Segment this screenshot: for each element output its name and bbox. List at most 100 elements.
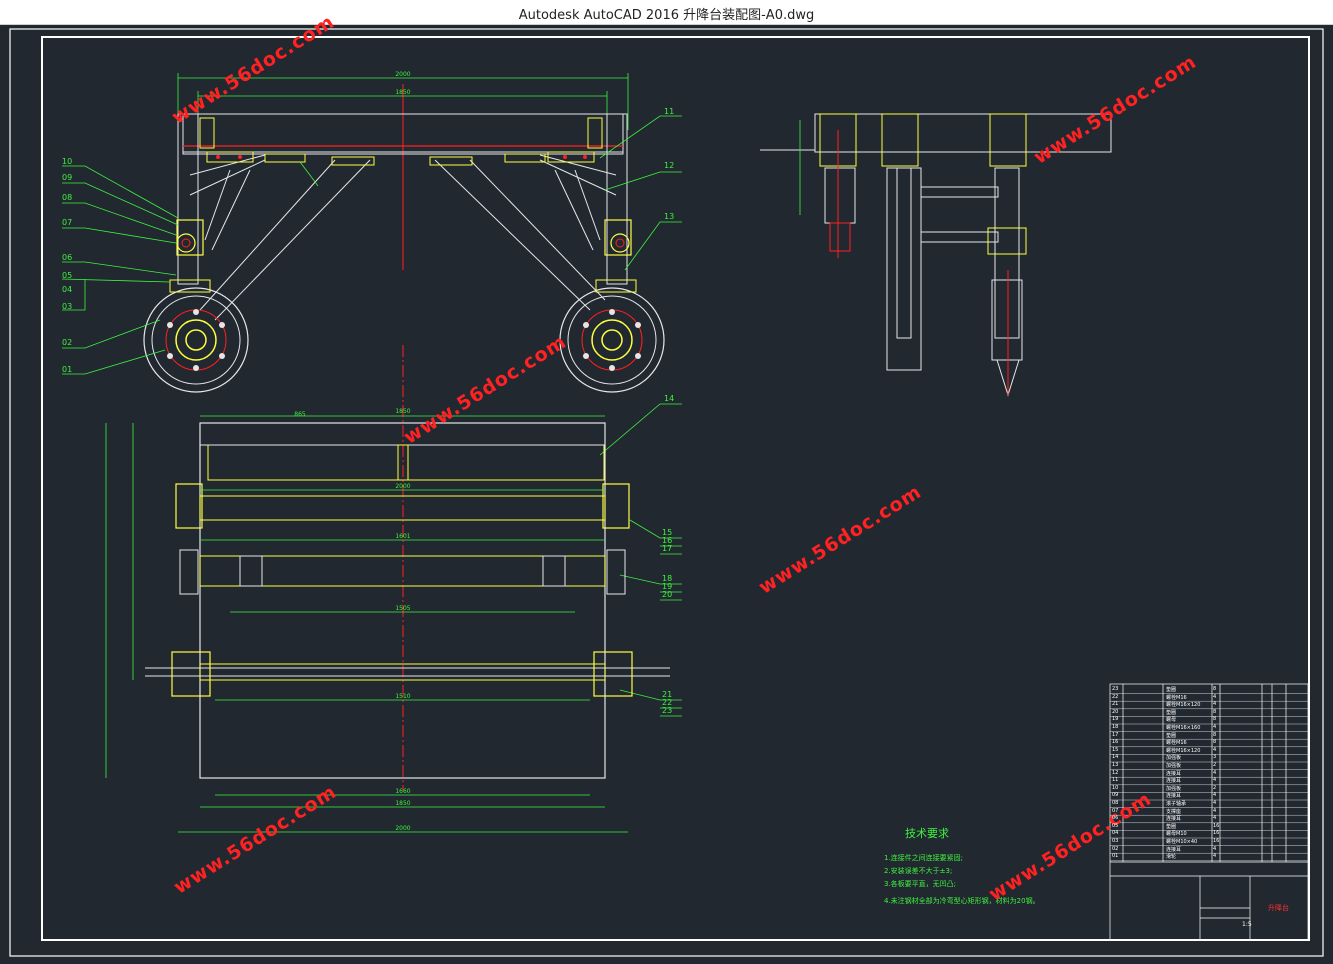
svg-text:1850: 1850: [395, 800, 410, 807]
bom-row-number: 10: [1112, 784, 1119, 791]
balloon-15: 15: [662, 528, 673, 537]
bom-row-number: 17: [1112, 731, 1119, 738]
bom-row-qty: 4: [1213, 701, 1217, 708]
bom-row-qty: 8: [1213, 731, 1217, 738]
bom-row-qty: 16: [1213, 838, 1220, 844]
bom-row-qty: 4: [1213, 724, 1217, 730]
balloon-11: 11: [664, 107, 675, 116]
svg-text:1660: 1660: [395, 788, 410, 795]
bom-row-number: 21: [1112, 701, 1119, 708]
bom-row-number: 20: [1112, 708, 1119, 715]
bom-row-number: 15: [1112, 746, 1119, 753]
bom-row-number: 08: [1112, 800, 1119, 806]
balloon-21: 21: [662, 690, 673, 699]
bom-row-number: 19: [1112, 716, 1119, 723]
balloon-02: 02: [62, 338, 73, 347]
bom-row-name: 加强板: [1166, 755, 1182, 762]
leaders-right: [599, 115, 682, 717]
svg-text:2000: 2000: [395, 483, 410, 490]
balloon-16: 16: [662, 536, 673, 545]
bom-row-number: 06: [1112, 815, 1119, 822]
cad-drawing[interactable]: 2000 1850: [0, 25, 1333, 964]
svg-text:1601: 1601: [395, 533, 410, 540]
balloon-04: 04: [62, 285, 73, 294]
bom-row-name: 连接耳: [1166, 778, 1182, 785]
svg-text:2000: 2000: [395, 825, 410, 832]
bom-row-name: 垫圈: [1166, 732, 1177, 739]
bom-row-number: 02: [1112, 845, 1119, 852]
balloon-17: 17: [662, 544, 673, 553]
bom-row-qty: 4: [1213, 746, 1217, 753]
bom-row-name: 连接耳: [1166, 816, 1182, 823]
tech-req-item-2: 2.安装误差不大于±3;: [884, 867, 953, 875]
balloon-05: 05: [62, 271, 73, 280]
balloon-23: 23: [662, 706, 673, 715]
svg-text:1505: 1505: [395, 605, 410, 612]
bom-row-name: 螺栓M16: [1166, 740, 1187, 747]
balloon-06: 06: [62, 253, 73, 262]
bom-row-qty: 8: [1213, 686, 1217, 692]
balloon-18: 18: [662, 574, 673, 583]
bom-row-number: 23: [1112, 686, 1119, 692]
bom-row-name: 滚子轴承: [1166, 801, 1187, 807]
bom-row-number: 12: [1112, 769, 1119, 776]
bom-row-qty: 4: [1213, 769, 1217, 776]
bom-row-name: 连接耳: [1166, 770, 1182, 777]
bom-row-qty: 4: [1213, 815, 1217, 822]
balloon-14: 14: [664, 394, 675, 403]
bom-row-name: 滑轮: [1166, 854, 1177, 861]
bom-row-name: 螺栓M16: [1166, 694, 1187, 701]
svg-text:865: 865: [294, 411, 306, 418]
balloon-12: 12: [664, 161, 675, 170]
bom-row-number: 04: [1112, 830, 1119, 837]
bom-row-name: 垫圈: [1166, 709, 1177, 716]
bom-row-number: 05: [1112, 822, 1119, 829]
bom-row-name: 螺母M10: [1166, 831, 1187, 838]
bom-row-number: 07: [1112, 807, 1119, 814]
balloon-07: 07: [62, 218, 73, 227]
bom-row-number: 14: [1112, 754, 1119, 761]
inner-frame: [41, 36, 1310, 941]
svg-text:1850: 1850: [395, 408, 410, 415]
svg-text:1850: 1850: [395, 89, 410, 96]
title-block: [1109, 683, 1309, 941]
front-view: 2000 1850: [143, 71, 665, 393]
bom-row-qty: 4: [1213, 792, 1217, 799]
outer-frame: [9, 28, 1324, 957]
bom-row-number: 01: [1112, 853, 1119, 860]
tech-req-item-4: 4.未注钢材全部为冷弯型心矩形钢，材料为20钢。: [884, 897, 1040, 905]
bom-row-qty: 8: [1213, 716, 1217, 723]
bom-row-qty: 16: [1213, 822, 1220, 829]
svg-text:2000: 2000: [395, 71, 410, 78]
tech-req-title: 技术要求: [905, 827, 949, 840]
bom-row-qty: 8: [1213, 739, 1217, 746]
bom-row-name: 螺栓M16×120: [1166, 747, 1201, 754]
bom-row-qty: 4: [1213, 800, 1217, 806]
bom-row-name: 垫圈: [1166, 687, 1177, 693]
leaders-left: [61, 165, 179, 375]
balloon-08: 08: [62, 193, 73, 202]
drawing-name: 升降台: [1268, 904, 1289, 912]
bom-row-qty: 4: [1213, 693, 1217, 700]
balloon-01: 01: [62, 365, 73, 374]
bom-row-qty: 8: [1213, 708, 1217, 715]
bom-row-qty: 3: [1213, 754, 1217, 761]
bom-row-qty: 2: [1213, 762, 1217, 768]
drawing-scale: 1:5: [1242, 921, 1252, 928]
bom-row-name: 螺栓M10×40: [1166, 839, 1198, 845]
balloon-20: 20: [662, 590, 673, 599]
bom-row-number: 22: [1112, 693, 1119, 700]
balloon-10: 10: [62, 157, 73, 166]
svg-text:1510: 1510: [395, 693, 410, 700]
bom-row-qty: 4: [1213, 845, 1217, 852]
top-view: 1850 865 1850 2000 1660 1505 1510 1601 2…: [105, 345, 670, 833]
bom-row-number: 03: [1112, 838, 1119, 844]
bom-row-name: 支撑座: [1166, 808, 1182, 815]
bom-row-qty: 4: [1213, 853, 1217, 860]
side-view: [760, 113, 1112, 397]
bom-row-name: 加强板: [1166, 763, 1182, 769]
bom-row-name: 螺栓M16×160: [1166, 725, 1201, 731]
tech-req-item-3: 3.各板要平直，无凹凸;: [884, 880, 957, 888]
drawing-canvas[interactable]: 2000 1850: [0, 11, 1333, 964]
bom-row-name: 连接耳: [1166, 793, 1182, 800]
